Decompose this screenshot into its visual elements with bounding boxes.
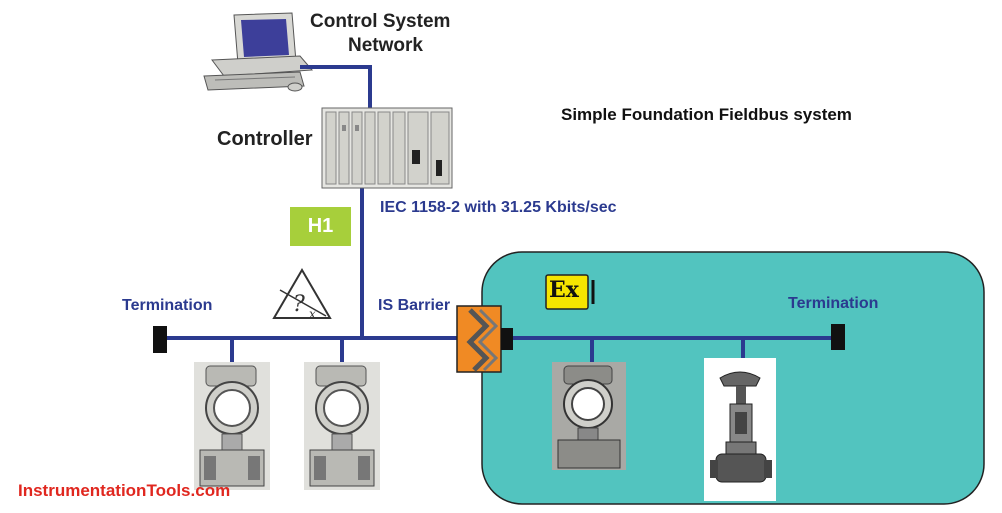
diagram-title: Simple Foundation Fieldbus system xyxy=(561,105,852,124)
footer-brand: InstrumentationTools.com xyxy=(18,481,231,500)
protocol-label: IEC 1158-2 with 31.25 Kbits/sec xyxy=(380,199,617,216)
is-barrier-label: IS Barrier xyxy=(378,297,451,314)
svg-text:x: x xyxy=(309,307,316,321)
controller-rack-icon xyxy=(321,107,453,189)
ex-symbol-label: Ex xyxy=(549,277,579,303)
is-barrier-icon xyxy=(456,305,513,373)
warning-triangle-icon: ? x xyxy=(272,268,332,321)
ex-explosion-proof-icon xyxy=(545,274,595,310)
controller-label: Controller xyxy=(217,128,313,150)
termination-right-label: Termination xyxy=(788,295,879,312)
pressure-transmitter-3-icon xyxy=(552,362,626,470)
pressure-transmitter-1-icon xyxy=(194,362,270,490)
termination-left-label: Termination xyxy=(122,297,213,314)
pressure-transmitter-2-icon xyxy=(304,362,380,490)
svg-text:?: ? xyxy=(293,292,305,317)
network-label-line1: Control System xyxy=(310,11,451,32)
network-wiring xyxy=(165,65,832,362)
network-label-line2: Network xyxy=(348,35,423,56)
h1-badge: H1 xyxy=(290,207,351,246)
termination-left-block xyxy=(153,326,167,353)
control-valve-icon xyxy=(704,358,776,501)
workstation-computer-icon xyxy=(203,12,314,92)
termination-right-block xyxy=(831,324,845,350)
